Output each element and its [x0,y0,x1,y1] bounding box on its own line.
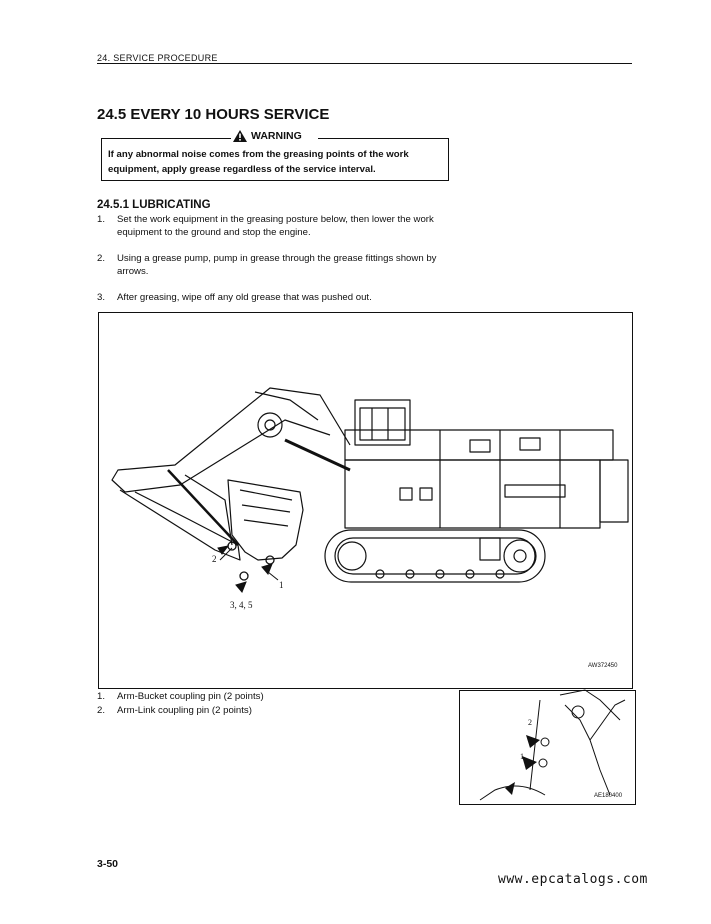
figure-code: AW372450 [588,663,618,669]
legend-text: Arm-Bucket coupling pin (2 points) [117,691,264,702]
legend-text: Arm-Link coupling pin (2 points) [117,705,252,716]
step-text: Using a grease pump, pump in grease thro… [117,253,437,277]
step-item: 1. Set the work equipment in the greasin… [97,213,452,239]
warning-box [101,138,449,181]
detail-callout-1: 1 [520,752,524,761]
warning-heading-text: WARNING [251,130,302,142]
watermark: www.epcatalogs.com [498,872,648,887]
detail-figure-frame [459,690,636,805]
page-number: 3-50 [97,858,119,870]
step-number: 1. [97,214,106,225]
detail-callout-2: 2 [528,718,532,727]
step-text: Set the work equipment in the greasing p… [117,214,434,238]
warning-rule-left [101,138,231,139]
running-header: 24. SERVICE PROCEDURE [97,53,218,63]
legend-item: 1. Arm-Bucket coupling pin (2 points) [97,691,264,702]
step-number: 2. [97,253,106,264]
warning-triangle-icon [233,130,247,142]
legend-number: 2. [97,705,106,716]
warning-text: If any abnormal noise comes from the gre… [108,149,409,175]
legend-number: 1. [97,691,106,702]
detail-code: AE180400 [594,793,623,799]
step-item: 2. Using a grease pump, pump in grease t… [97,252,452,278]
callout-1: 1 [279,580,284,590]
step-item: 3. After greasing, wipe off any old grea… [97,291,452,304]
excavator-figure-frame [98,312,633,689]
step-number: 3. [97,292,106,303]
subsection-title: 24.5.1 LUBRICATING [97,199,211,211]
step-text: After greasing, wipe off any old grease … [117,292,372,303]
warning-rule-right [318,138,448,139]
warning-heading: WARNING [233,130,302,142]
callout-2: 2 [212,554,217,564]
header-rule [97,63,632,64]
legend-item: 2. Arm-Link coupling pin (2 points) [97,705,252,716]
section-title: 24.5 EVERY 10 HOURS SERVICE [97,106,330,123]
callout-3-4-5: 3, 4, 5 [230,600,253,610]
